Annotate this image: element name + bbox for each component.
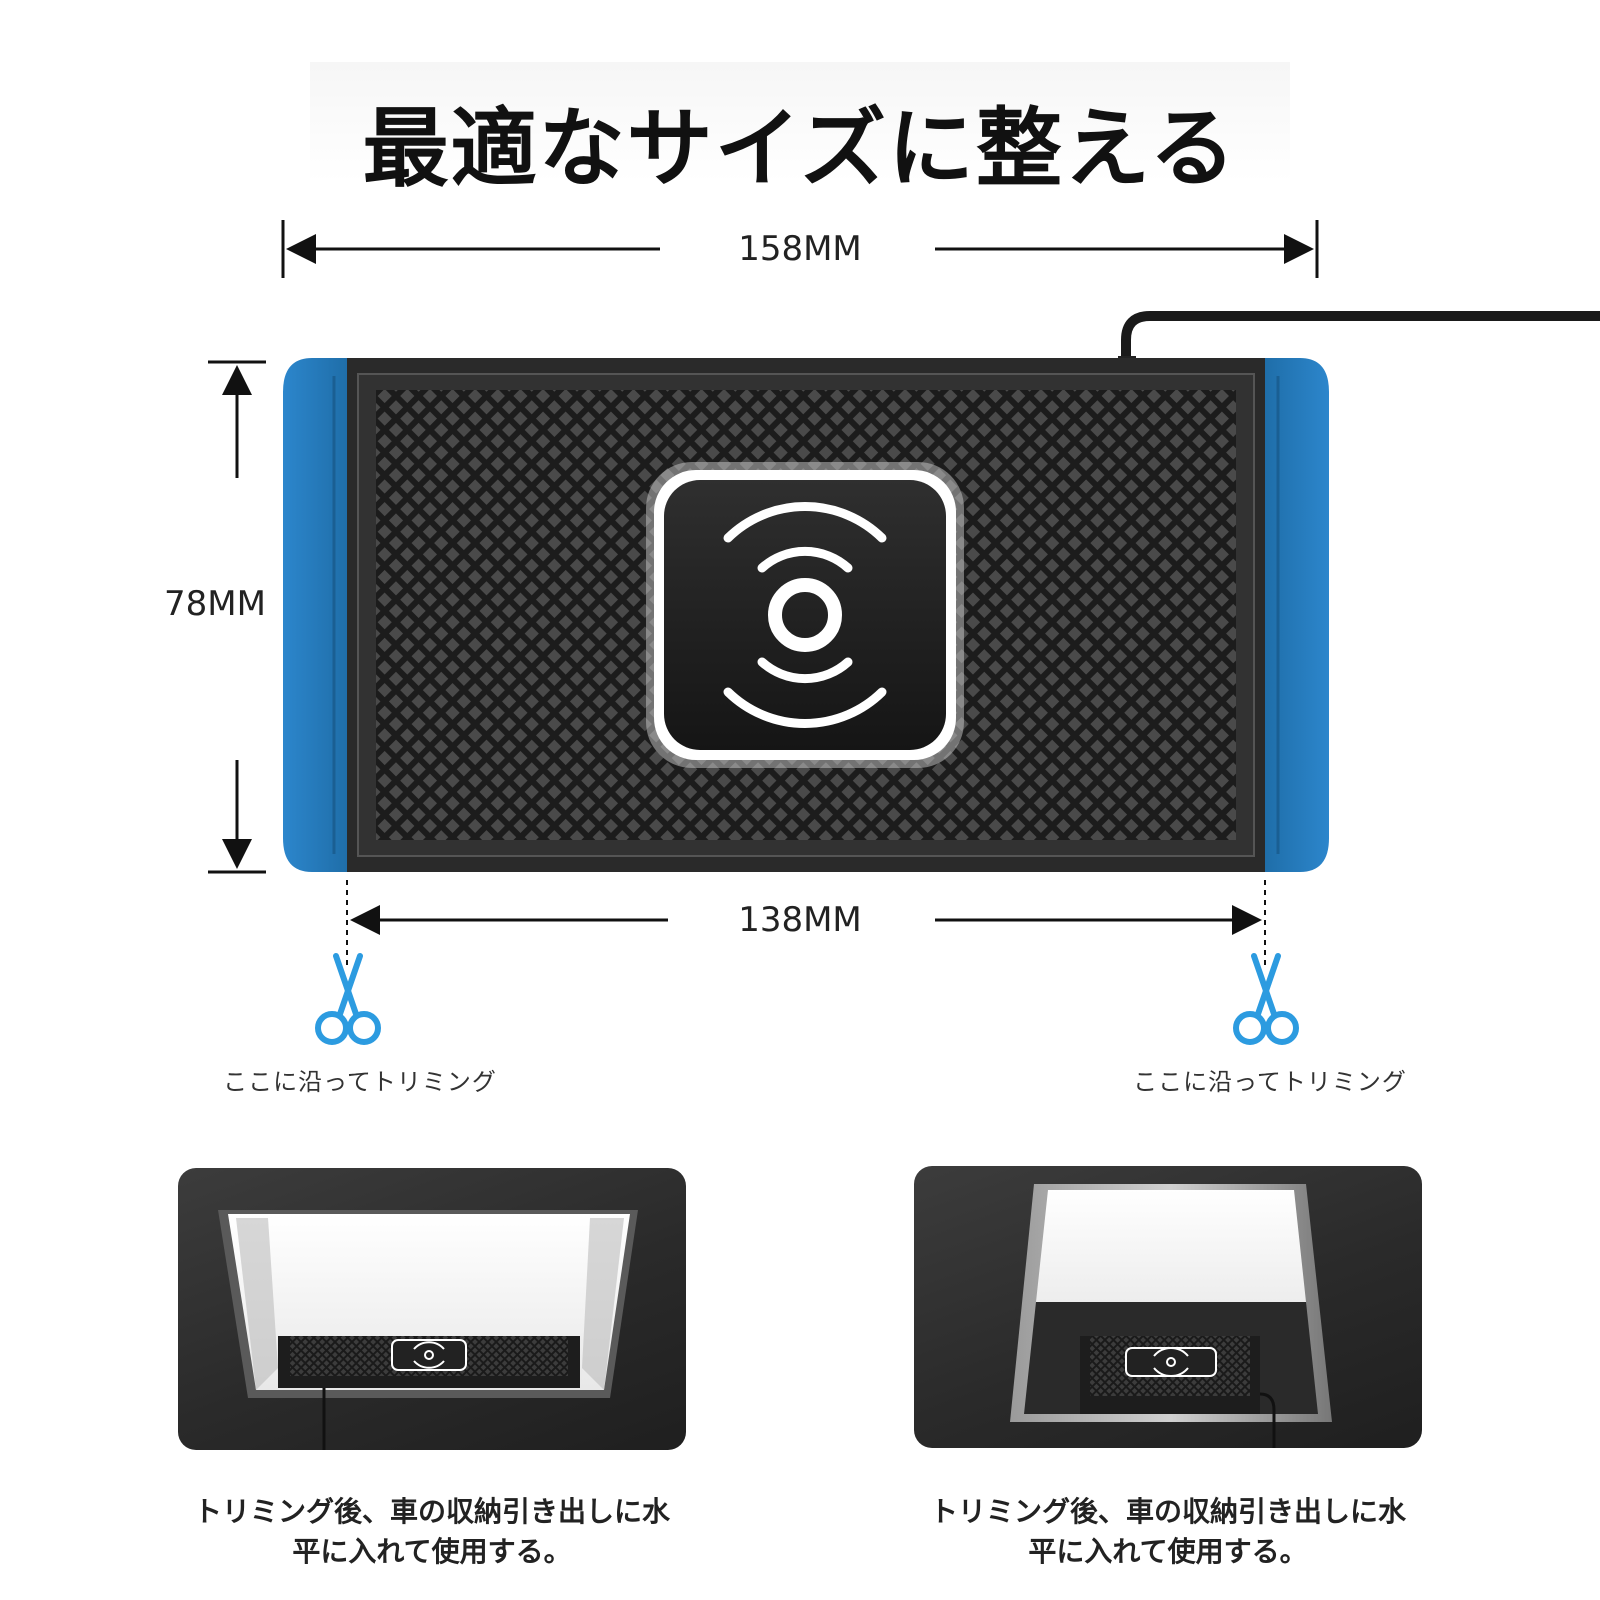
scissors-icon [1233, 953, 1299, 1045]
caption-left: トリミング後、車の収納引き出しに水 平に入れて使用する。 [150, 1492, 714, 1572]
wireless-charging-icon [723, 502, 887, 728]
height-dimension-arrow [208, 360, 266, 874]
width-dimension-label: 158MM [738, 229, 862, 269]
caption-left-line1: トリミング後、車の収納引き出しに水 [193, 1495, 670, 1528]
right-trim-strip [1265, 358, 1329, 872]
scissors-icon [315, 953, 381, 1045]
width-dimension-arrow [281, 220, 1319, 278]
title-band [310, 62, 1290, 182]
inner-width-dimension-label: 138MM [738, 900, 862, 940]
left-trim-strip [283, 358, 347, 872]
drawer-photo-left [178, 1168, 686, 1450]
caption-right: トリミング後、車の収納引き出しに水 平に入れて使用する。 [886, 1492, 1450, 1572]
drawer-photo-right [914, 1166, 1422, 1448]
caption-right-line2: 平に入れて使用する。 [1028, 1535, 1308, 1568]
trim-label-right: ここに沿ってトリミング [1133, 1068, 1407, 1096]
height-dimension-label: 78MM [164, 584, 266, 624]
page-title: 最適なサイズに整える [362, 99, 1238, 199]
caption-left-line2: 平に入れて使用する。 [292, 1535, 572, 1568]
usb-cable [1121, 311, 1600, 377]
trim-label-left: ここに沿ってトリミング [223, 1068, 497, 1096]
charging-coil-pad [664, 480, 946, 750]
caption-right-line1: トリミング後、車の収納引き出しに水 [929, 1495, 1406, 1528]
inner-width-dimension-arrow [346, 880, 1266, 970]
